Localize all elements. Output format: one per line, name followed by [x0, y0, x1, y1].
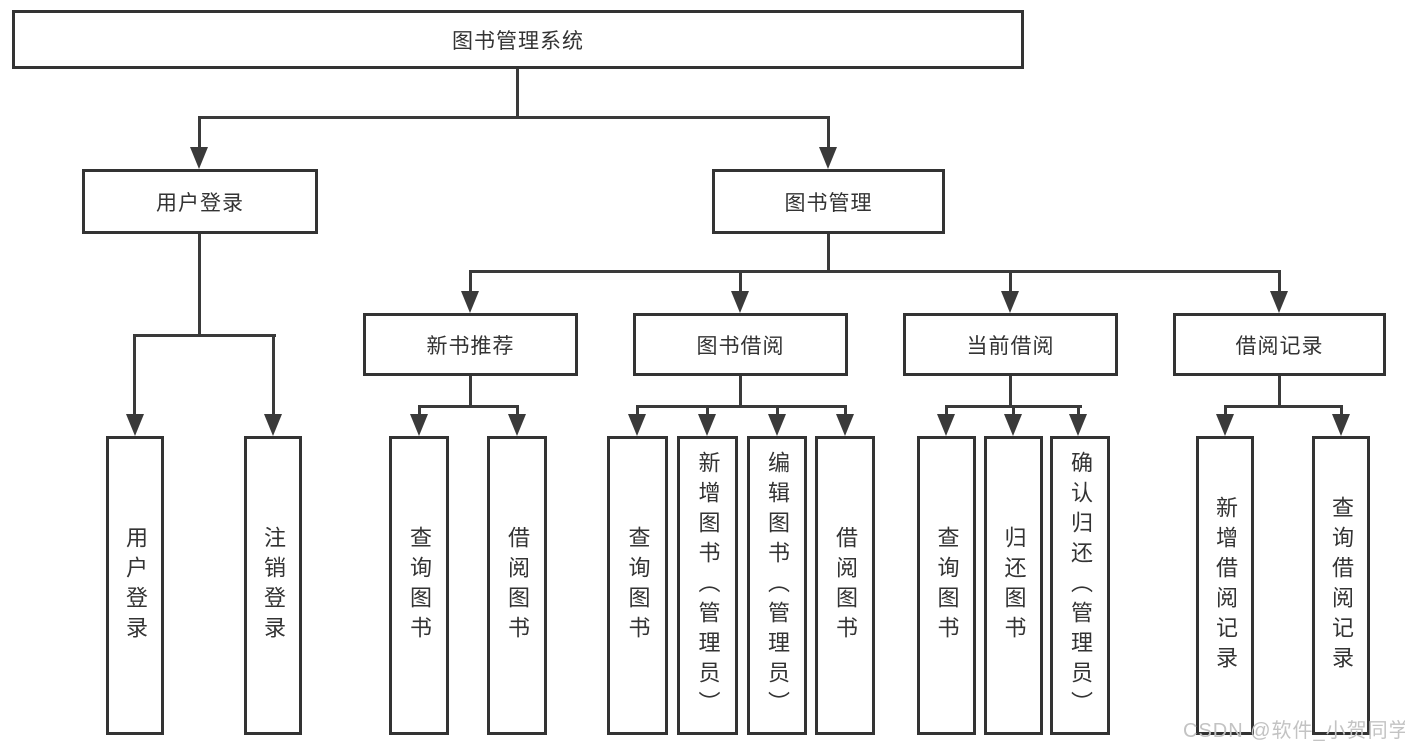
- leaf-cb-query-books: 查询图书: [917, 436, 976, 735]
- connector-line: [1009, 270, 1012, 293]
- arrowhead-icon: [937, 414, 955, 436]
- leaf-cb-query-books-label: 查询图书: [934, 525, 960, 646]
- leaf-br-query-record: 查询借阅记录: [1312, 436, 1370, 735]
- leaf-user-login: 用户登录: [106, 436, 164, 735]
- connector-line: [198, 234, 201, 337]
- connector-line: [636, 405, 639, 417]
- arrowhead-icon: [1001, 291, 1019, 313]
- connector-line: [272, 334, 275, 417]
- leaf-bb-add-books-admin-label: 新增图书（管理员）: [695, 450, 721, 721]
- leaf-nbr-borrow-books: 借阅图书: [487, 436, 547, 735]
- leaf-bb-query-books: 查询图书: [607, 436, 668, 735]
- leaf-nbr-borrow-books-label: 借阅图书: [505, 525, 530, 646]
- arrowhead-icon: [698, 414, 716, 436]
- node-current-borrow: 当前借阅: [903, 313, 1118, 376]
- connector-line: [945, 405, 948, 417]
- arrowhead-icon: [190, 147, 208, 169]
- node-borrow-records: 借阅记录: [1173, 313, 1386, 376]
- node-system-root-label: 图书管理系统: [452, 29, 584, 53]
- connector-line: [1340, 405, 1343, 417]
- connector-line: [776, 405, 779, 417]
- arrowhead-icon: [264, 414, 282, 436]
- node-borrow-records-label: 借阅记录: [1235, 334, 1324, 358]
- connector-line: [1278, 376, 1281, 408]
- connector-line: [133, 334, 136, 417]
- arrowhead-icon: [126, 414, 144, 436]
- connector-line: [516, 405, 519, 417]
- connector-line: [418, 405, 519, 408]
- watermark: CSDN @软件_小贺同学: [1183, 720, 1405, 742]
- leaf-bb-borrow-books-label: 借阅图书: [833, 525, 858, 646]
- node-system-root: 图书管理系统: [12, 10, 1024, 69]
- leaf-cb-confirm-return-admin: 确认归还（管理员）: [1050, 436, 1110, 735]
- connector-line: [516, 69, 519, 119]
- node-book-borrow: 图书借阅: [633, 313, 848, 376]
- leaf-bb-borrow-books: 借阅图书: [815, 436, 875, 735]
- leaf-nbr-query-books: 查询图书: [389, 436, 449, 735]
- arrowhead-icon: [410, 414, 428, 436]
- connector-line: [1224, 405, 1227, 417]
- arrowhead-icon: [768, 414, 786, 436]
- leaf-bb-edit-books-admin: 编辑图书（管理员）: [747, 436, 807, 735]
- node-new-book-recommend-label: 新书推荐: [426, 334, 515, 358]
- arrowhead-icon: [1216, 414, 1234, 436]
- arrowhead-icon: [1069, 414, 1087, 436]
- connector-line: [844, 405, 847, 417]
- connector-line: [198, 116, 830, 119]
- leaf-bb-query-books-label: 查询图书: [625, 525, 651, 646]
- connector-line: [469, 270, 1281, 273]
- connector-line: [1077, 405, 1080, 417]
- connector-line: [1224, 405, 1342, 408]
- arrowhead-icon: [628, 414, 646, 436]
- node-user-login: 用户登录: [82, 169, 318, 234]
- node-book-management-label: 图书管理: [784, 191, 873, 215]
- connector-line: [469, 376, 472, 408]
- leaf-bb-edit-books-admin-label: 编辑图书（管理员）: [765, 450, 790, 721]
- leaf-user-login-label: 用户登录: [123, 525, 148, 646]
- leaf-bb-add-books-admin: 新增图书（管理员）: [677, 436, 738, 735]
- connector-line: [1009, 376, 1012, 408]
- connector-line: [739, 270, 742, 293]
- connector-line: [706, 405, 709, 417]
- leaf-br-add-record: 新增借阅记录: [1196, 436, 1254, 735]
- connector-line: [827, 116, 830, 149]
- node-current-borrow-label: 当前借阅: [966, 334, 1055, 358]
- leaf-cb-confirm-return-admin-label: 确认归还（管理员）: [1068, 450, 1093, 721]
- arrowhead-icon: [461, 291, 479, 313]
- arrowhead-icon: [1332, 414, 1350, 436]
- leaf-nbr-query-books-label: 查询图书: [407, 525, 432, 646]
- leaf-cb-return-books: 归还图书: [984, 436, 1043, 735]
- connector-line: [198, 116, 201, 149]
- arrowhead-icon: [819, 147, 837, 169]
- arrowhead-icon: [1270, 291, 1288, 313]
- connector-line: [1012, 405, 1015, 417]
- leaf-logout-label: 注销登录: [261, 525, 286, 646]
- node-book-management: 图书管理: [712, 169, 945, 234]
- connector-line: [739, 376, 742, 408]
- arrowhead-icon: [508, 414, 526, 436]
- leaf-br-add-record-label: 新增借阅记录: [1213, 495, 1238, 676]
- connector-line: [133, 334, 276, 337]
- leaf-br-query-record-label: 查询借阅记录: [1329, 495, 1354, 676]
- connector-line: [636, 405, 846, 408]
- arrowhead-icon: [731, 291, 749, 313]
- arrowhead-icon: [836, 414, 854, 436]
- node-new-book-recommend: 新书推荐: [363, 313, 578, 376]
- connector-line: [418, 405, 421, 417]
- connector-line: [1278, 270, 1281, 293]
- connector-line: [469, 270, 472, 293]
- leaf-logout: 注销登录: [244, 436, 302, 735]
- node-book-borrow-label: 图书借阅: [696, 334, 785, 358]
- arrowhead-icon: [1004, 414, 1022, 436]
- node-user-login-label: 用户登录: [156, 191, 244, 215]
- leaf-cb-return-books-label: 归还图书: [1001, 525, 1027, 646]
- connector-line: [827, 234, 830, 273]
